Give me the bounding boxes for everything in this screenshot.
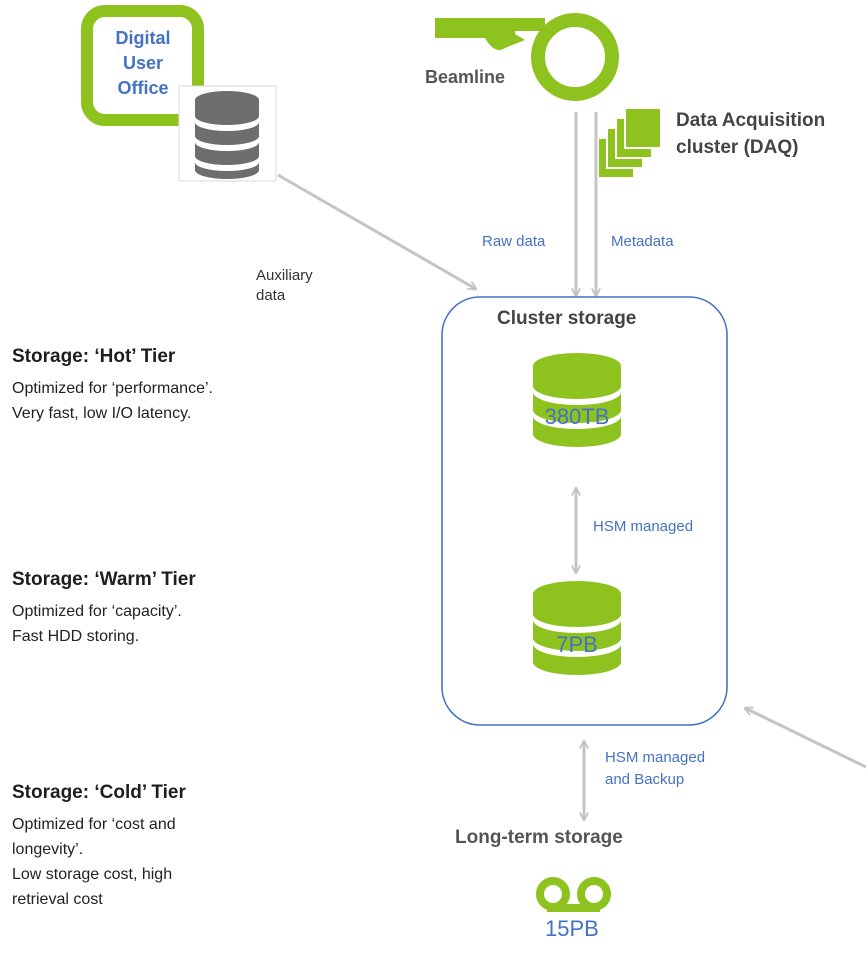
beamline-label: Beamline	[425, 67, 506, 87]
long-term-storage-label: Long-term storage	[455, 827, 623, 848]
cluster-storage-title: Cluster storage	[497, 308, 637, 329]
user-office-database-icon	[178, 85, 277, 182]
metadata-label: Metadata	[611, 233, 674, 250]
duo-line-2: User	[122, 53, 164, 73]
warm-tier-section: Storage: ‘Warm’ Tier Optimized for ‘capa…	[12, 569, 352, 649]
auxiliary-line-2: data	[256, 287, 286, 304]
cold-tier-description: Optimized for ‘cost and longevity’. Low …	[12, 812, 352, 912]
cold-desc-line-4: retrieval cost	[12, 891, 103, 908]
hot-tier-title: Storage: ‘Hot’ Tier	[12, 346, 176, 367]
daq-line-2: cluster (DAQ)	[676, 137, 799, 158]
auxiliary-data-arrow	[277, 173, 476, 289]
cold-desc-line-2: longevity’.	[12, 841, 84, 858]
cold-desc-line-3: Low storage cost, high	[12, 866, 173, 883]
tape-icon	[536, 877, 611, 912]
beamline-icon	[435, 13, 619, 101]
hsm-managed-label: HSM managed	[593, 518, 694, 535]
raw-data-label: Raw data	[482, 233, 546, 250]
duo-line-1: Digital	[115, 28, 171, 48]
cold-desc-line-1: Optimized for ‘cost and	[12, 816, 176, 833]
hot-desc-line-1: Optimized for ‘performance’.	[12, 380, 213, 397]
digital-user-office-label: Digital User Office	[95, 26, 191, 101]
hot-tier-description: Optimized for ‘performance’. Very fast, …	[12, 376, 352, 426]
daq-label: Data Acquisition cluster (DAQ)	[676, 107, 825, 161]
hsm-backup-line-2: and Backup	[605, 771, 685, 788]
digital-user-office-box	[81, 5, 204, 126]
hot-tier-section: Storage: ‘Hot’ Tier Optimized for ‘perfo…	[12, 346, 352, 426]
duo-line-3: Office	[117, 78, 169, 98]
cold-tier-section: Storage: ‘Cold’ Tier Optimized for ‘cost…	[12, 782, 352, 912]
hot-tier-database-icon	[533, 353, 621, 447]
warm-tier-database-icon	[533, 581, 621, 675]
warm-desc-line-1: Optimized for ‘capacity’.	[12, 603, 182, 620]
warm-desc-line-2: Fast HDD storing.	[12, 628, 140, 645]
daq-cluster-icon	[597, 107, 662, 179]
incoming-arrow-right	[745, 708, 866, 769]
hot-desc-line-2: Very fast, low I/O latency.	[12, 405, 192, 422]
warm-tier-description: Optimized for ‘capacity’. Fast HDD stori…	[12, 599, 352, 649]
cluster-storage-box	[441, 296, 728, 726]
auxiliary-data-label: Auxiliary data	[256, 266, 313, 306]
hsm-backup-label: HSM managed and Backup	[605, 747, 705, 791]
warm-tier-title: Storage: ‘Warm’ Tier	[12, 569, 196, 590]
hsm-backup-line-1: HSM managed	[605, 749, 706, 766]
hot-capacity-label: 380TB	[544, 404, 610, 429]
cold-capacity-label: 15PB	[545, 916, 599, 941]
daq-line-1: Data Acquisition	[676, 110, 826, 131]
warm-capacity-label: 7PB	[556, 632, 598, 657]
auxiliary-line-1: Auxiliary	[256, 267, 313, 284]
cold-tier-title: Storage: ‘Cold’ Tier	[12, 782, 186, 803]
